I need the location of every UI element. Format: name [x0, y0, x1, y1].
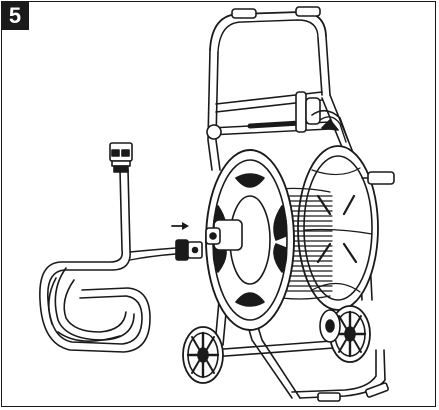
- leader-hose-coupling: [175, 239, 203, 261]
- arrow-right-icon: [171, 222, 189, 230]
- step-number-badge: 5: [1, 1, 29, 30]
- loose-hose-coil: [39, 169, 177, 353]
- hose-end-connector: [109, 142, 133, 173]
- guide-rod: [206, 91, 349, 143]
- hose-reel-drum: [205, 145, 395, 331]
- rear-wheel: [319, 309, 341, 343]
- left-wheel: [182, 326, 224, 384]
